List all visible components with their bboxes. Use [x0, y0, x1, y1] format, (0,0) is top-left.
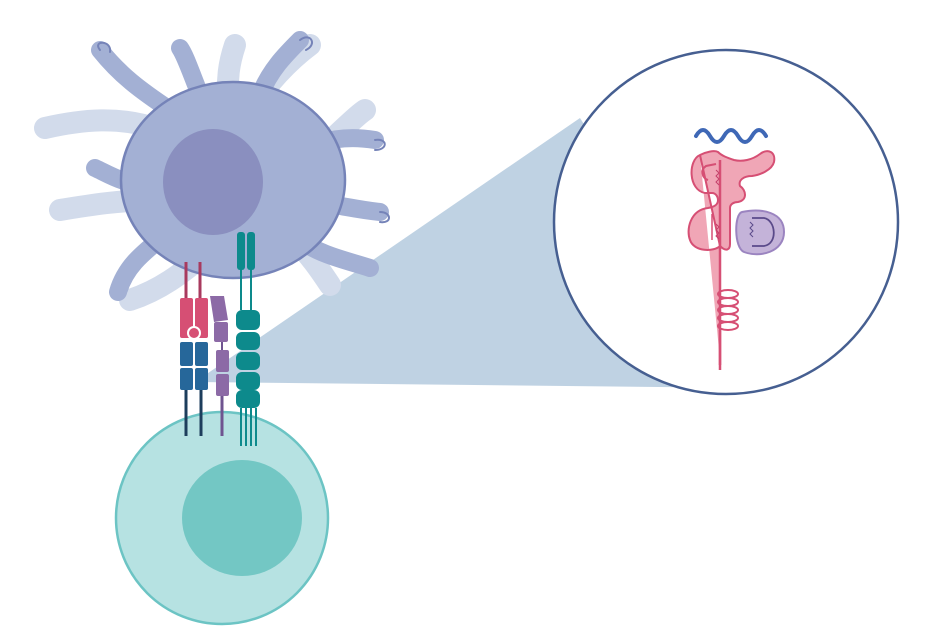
- tcr-icon: [180, 342, 208, 436]
- t-cell-nucleus: [182, 460, 302, 576]
- b2m-domain-icon: [735, 209, 786, 256]
- dendritic-nucleus: [163, 129, 263, 235]
- cd3-complex-icon: [236, 232, 260, 446]
- dendritic-cell-icon: [86, 31, 390, 301]
- cd4-icon: [210, 296, 229, 436]
- mhc-class-ii-icon: [180, 262, 208, 340]
- zoom-circle: [552, 48, 900, 396]
- t-cell-icon: [114, 410, 330, 626]
- peptide-icon: [694, 128, 768, 144]
- mhc-detail-icon: [687, 150, 776, 370]
